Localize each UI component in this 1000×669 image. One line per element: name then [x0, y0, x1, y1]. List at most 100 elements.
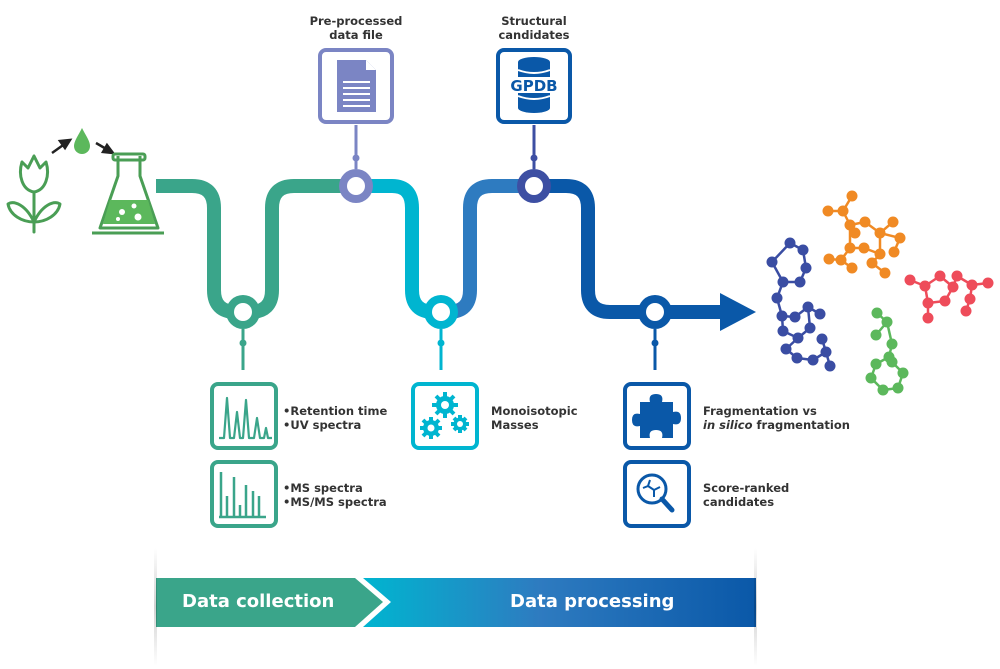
- molecule-atom: [859, 216, 871, 228]
- label-structural: Structural candidates: [498, 14, 570, 42]
- stage-label-collection: Data collection: [182, 591, 335, 612]
- molecule-atom: [800, 262, 812, 274]
- label-chromatogram: Retention time UV spectra: [283, 404, 387, 432]
- node-preprocessed: [339, 125, 373, 203]
- magnify-molecule-icon: [623, 460, 691, 528]
- molecule-atom: [934, 270, 946, 282]
- molecule-atom: [846, 262, 858, 274]
- pipeline-segment-cyan: [362, 179, 442, 319]
- gears-icon: [411, 382, 479, 450]
- document-icon: [318, 48, 394, 124]
- mass-spectrum-icon: [210, 460, 278, 528]
- molecule-atom: [814, 308, 826, 320]
- molecule-atom: [835, 254, 847, 266]
- node-collection: [226, 295, 260, 370]
- molecule-atom: [846, 190, 858, 202]
- molecule-atom: [947, 281, 959, 293]
- molecule-atom: [780, 343, 792, 355]
- molecule-blue: [766, 237, 836, 372]
- molecule-atom: [982, 277, 994, 289]
- molecule-atom: [792, 332, 804, 344]
- node-monoisotopic: [424, 295, 458, 370]
- label-line: candidates: [703, 495, 775, 509]
- puzzle-icon: [623, 382, 691, 450]
- label-score-ranked: Score-ranked candidates: [703, 481, 789, 509]
- molecule-atom: [874, 248, 886, 260]
- molecule-atom: [802, 301, 814, 313]
- list-item: MS/MS spectra: [283, 495, 386, 509]
- molecule-atom: [877, 384, 889, 396]
- molecule-atom: [797, 244, 809, 256]
- label-italic: in silico: [703, 418, 753, 432]
- molecule-green: [865, 307, 909, 396]
- molecule-atom: [888, 246, 900, 258]
- database-icon: [496, 48, 572, 124]
- label-monoisotopic: Monoisotopic Masses: [491, 404, 578, 432]
- stage-shade-left: [154, 548, 157, 666]
- molecule-atom: [879, 267, 891, 279]
- molecule-atom: [844, 219, 856, 231]
- label-rest: fragmentation: [752, 418, 850, 432]
- molecule-atom: [844, 242, 856, 254]
- molecule-atom: [870, 329, 882, 341]
- molecule-atom: [887, 216, 899, 228]
- stage-shade-right: [754, 548, 757, 666]
- molecule-atom: [897, 367, 909, 379]
- stage-bar-collection: [156, 578, 383, 627]
- molecule-atom: [837, 205, 849, 217]
- label-preprocessed: Pre-processed data file: [309, 14, 403, 42]
- droplet-icon: [74, 128, 90, 154]
- molecule-atom: [816, 333, 828, 345]
- molecule-atom: [886, 356, 898, 368]
- list-item: UV spectra: [283, 418, 387, 432]
- molecule-atom: [823, 253, 835, 265]
- arrow-icon: [51, 138, 116, 155]
- molecule-atom: [922, 297, 934, 309]
- molecule-atom: [849, 227, 861, 239]
- label-line: Masses: [491, 418, 539, 432]
- label-ms: MS spectra MS/MS spectra: [283, 481, 387, 509]
- molecule-atom: [939, 295, 951, 307]
- molecule-atom: [904, 274, 916, 286]
- molecule-atom: [892, 382, 904, 394]
- stage-label-processing: Data processing: [510, 591, 675, 612]
- molecule-atom: [784, 237, 796, 249]
- label-line: Score-ranked: [703, 481, 790, 495]
- molecule-atom: [894, 232, 906, 244]
- label-line: Monoisotopic: [491, 404, 578, 418]
- molecule-atom: [874, 227, 886, 239]
- molecule-atom: [771, 292, 783, 304]
- list-item: MS spectra: [283, 481, 387, 495]
- node-structural: [517, 125, 551, 203]
- molecule-atom: [886, 338, 898, 350]
- label-line: Fragmentation vs: [703, 404, 817, 418]
- molecule-atom: [966, 279, 978, 291]
- molecule-atom: [820, 346, 832, 358]
- molecule-atom: [777, 276, 789, 288]
- node-fragmentation: [638, 295, 672, 370]
- molecule-atom: [866, 257, 878, 269]
- molecule-atom: [766, 256, 778, 268]
- molecule-atom: [964, 293, 976, 305]
- database-icon-text: GPDB: [510, 77, 557, 95]
- molecule-atom: [807, 354, 819, 366]
- molecule-orange: [822, 190, 906, 279]
- molecule-atom: [922, 312, 934, 324]
- molecule-red: [904, 270, 994, 324]
- pipeline-segment-darkblue: [540, 179, 722, 319]
- molecule-atom: [865, 372, 877, 384]
- list-item: Retention time: [283, 404, 387, 418]
- stage-bar-processing: [363, 578, 756, 627]
- molecules-group: [766, 190, 994, 396]
- molecule-atom: [871, 307, 883, 319]
- label-line: in silico fragmentation: [703, 418, 850, 432]
- molecule-atom: [960, 305, 972, 317]
- pipeline-arrowhead: [720, 293, 756, 331]
- pipeline-segment-blue: [447, 179, 528, 319]
- molecule-atom: [881, 316, 893, 328]
- molecule-atom: [951, 270, 963, 282]
- pipeline-segment-collection: [156, 179, 350, 319]
- chromatogram-icon: [210, 382, 278, 450]
- molecule-atom: [824, 360, 836, 372]
